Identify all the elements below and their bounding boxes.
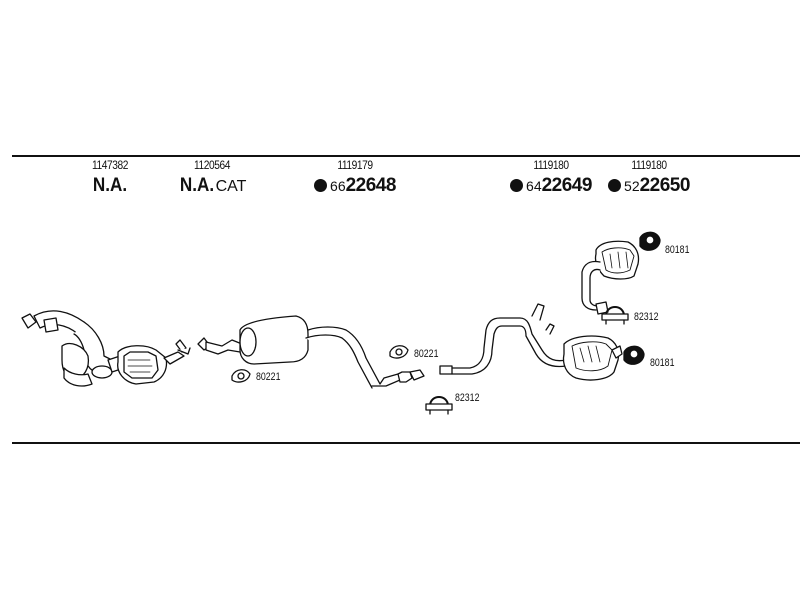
reference-number: 1147382 bbox=[92, 158, 128, 172]
part-code: 5222650 bbox=[604, 175, 694, 198]
hanger-top-drawing bbox=[639, 231, 661, 251]
label-gasket-left: 80221 bbox=[256, 371, 281, 383]
gasket-mid-drawing bbox=[389, 345, 409, 359]
rear-silencer-a-drawing bbox=[562, 335, 623, 381]
reference-number: 1119180 bbox=[631, 158, 667, 172]
middle-silencer-drawing bbox=[197, 315, 425, 389]
part-column-middle-silencer: 1119179 6622648 bbox=[310, 158, 400, 198]
front-pipe-drawing bbox=[21, 310, 125, 387]
clamp-mid-drawing bbox=[425, 396, 453, 415]
bullet-icon bbox=[314, 179, 328, 192]
part-column-rear-silencer-a: 1119180 6422649 bbox=[506, 158, 596, 198]
reference-number: 1120564 bbox=[194, 158, 230, 172]
reference-number: 1119179 bbox=[337, 158, 373, 172]
label-clamp-mid: 82312 bbox=[455, 392, 480, 404]
gasket-left-drawing bbox=[231, 369, 251, 383]
bottom-divider bbox=[12, 442, 800, 444]
catalyst-drawing bbox=[117, 339, 191, 385]
bullet-icon bbox=[608, 179, 622, 192]
reference-number: 1119180 bbox=[533, 158, 569, 172]
label-hanger-top: 80181 bbox=[665, 244, 690, 256]
top-divider bbox=[12, 155, 800, 157]
part-code: 6622648 bbox=[310, 175, 400, 198]
hanger-right-drawing bbox=[623, 345, 645, 365]
part-column-catalyst: 1120564 N.A.CAT bbox=[172, 158, 252, 198]
label-clamp-right: 82312 bbox=[634, 311, 659, 323]
part-column-front-pipe: 1147382 N.A. bbox=[80, 158, 140, 198]
part-code: N.A. bbox=[92, 175, 128, 196]
part-code: N.A.CAT bbox=[179, 175, 247, 196]
rear-pipe-drawing bbox=[439, 303, 567, 375]
rear-silencer-b-drawing bbox=[581, 240, 640, 315]
label-gasket-mid: 80221 bbox=[414, 348, 439, 360]
part-column-rear-silencer-b: 1119180 5222650 bbox=[604, 158, 694, 198]
label-hanger-right: 80181 bbox=[650, 357, 675, 369]
clamp-right-drawing bbox=[601, 306, 629, 325]
bullet-icon bbox=[510, 179, 524, 192]
part-code: 6422649 bbox=[506, 175, 596, 198]
